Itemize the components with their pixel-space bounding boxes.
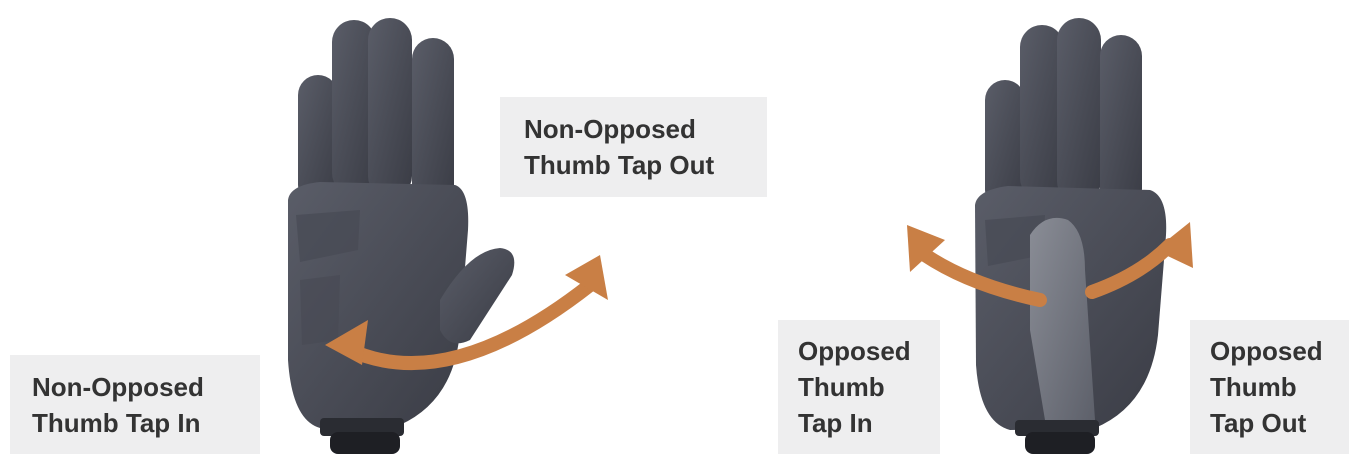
label-line: Non-Opposed: [32, 369, 260, 405]
label-line: Opposed: [1210, 333, 1349, 369]
right-glove: [975, 18, 1166, 454]
label-line: Thumb Tap In: [32, 405, 260, 441]
left-glove: [288, 18, 514, 454]
label-line: Non-Opposed: [524, 111, 767, 147]
label-opposed-thumb-tap-out: Opposed Thumb Tap Out: [1190, 320, 1349, 454]
label-non-opposed-thumb-tap-out: Non-Opposed Thumb Tap Out: [500, 97, 767, 197]
label-opposed-thumb-tap-in: Opposed Thumb Tap In: [778, 320, 940, 454]
label-line: Tap Out: [1210, 405, 1349, 441]
label-line: Opposed: [798, 333, 940, 369]
label-non-opposed-thumb-tap-in: Non-Opposed Thumb Tap In: [10, 355, 260, 454]
label-line: Thumb: [1210, 369, 1349, 405]
label-line: Thumb Tap Out: [524, 147, 767, 183]
label-line: Tap In: [798, 405, 940, 441]
label-line: Thumb: [798, 369, 940, 405]
